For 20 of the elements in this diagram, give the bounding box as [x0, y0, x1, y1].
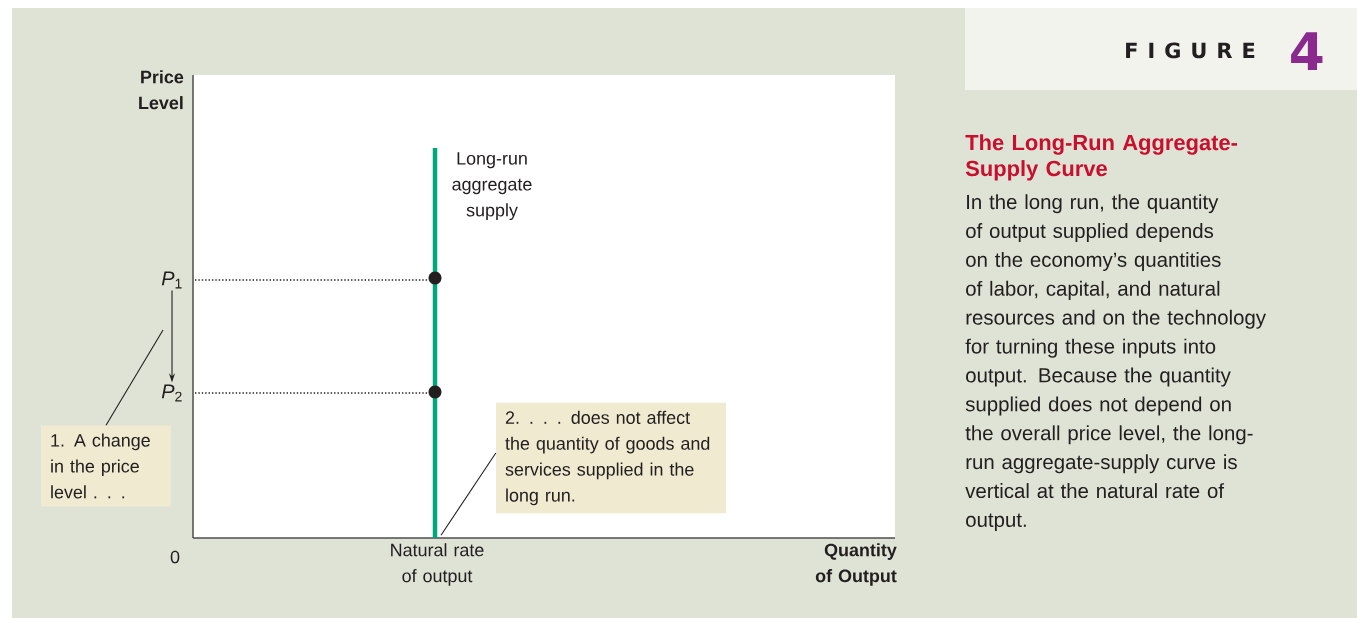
leader-line — [440, 452, 497, 536]
axis-title: Quantity of Output — [815, 543, 897, 586]
figure-title: The Long-Run Aggregate-Supply Curve — [965, 134, 1238, 181]
supply-curve — [432, 148, 438, 538]
point-marker — [428, 271, 442, 285]
guide-line — [194, 392, 429, 394]
axis-tick-label: 0 — [170, 550, 180, 564]
callout-box: 1. A change in the price level . . . — [41, 425, 171, 507]
point-marker — [428, 385, 442, 399]
price-label: P$_{1}$ — [161, 271, 182, 289]
axis-tick-label: Natural rate of output — [391, 543, 484, 586]
leader-line — [105, 329, 164, 426]
curve-label: Long-run aggregate supply — [452, 152, 532, 221]
figure-caption: In the long run, the quantity of output supplied depends on the economy’s quantities of labor, capital, and natural resources and on the technology for turning these inputs into output. Because the quantity supplied does not depend on the overall price level, the long-run aggregate-supply curve is vertical at the natural rate of output. — [965, 194, 1266, 532]
callout-box: 2. . . . does not affect the quantity of goods and services supplied in the long run. — [496, 402, 726, 514]
figure-label: F I G U R E — [1126, 42, 1255, 59]
axis-title: Price Level — [139, 70, 184, 110]
price-label: P$_{2}$ — [161, 384, 182, 402]
guide-line — [194, 279, 429, 281]
figure-number: 4 — [1291, 32, 1323, 70]
